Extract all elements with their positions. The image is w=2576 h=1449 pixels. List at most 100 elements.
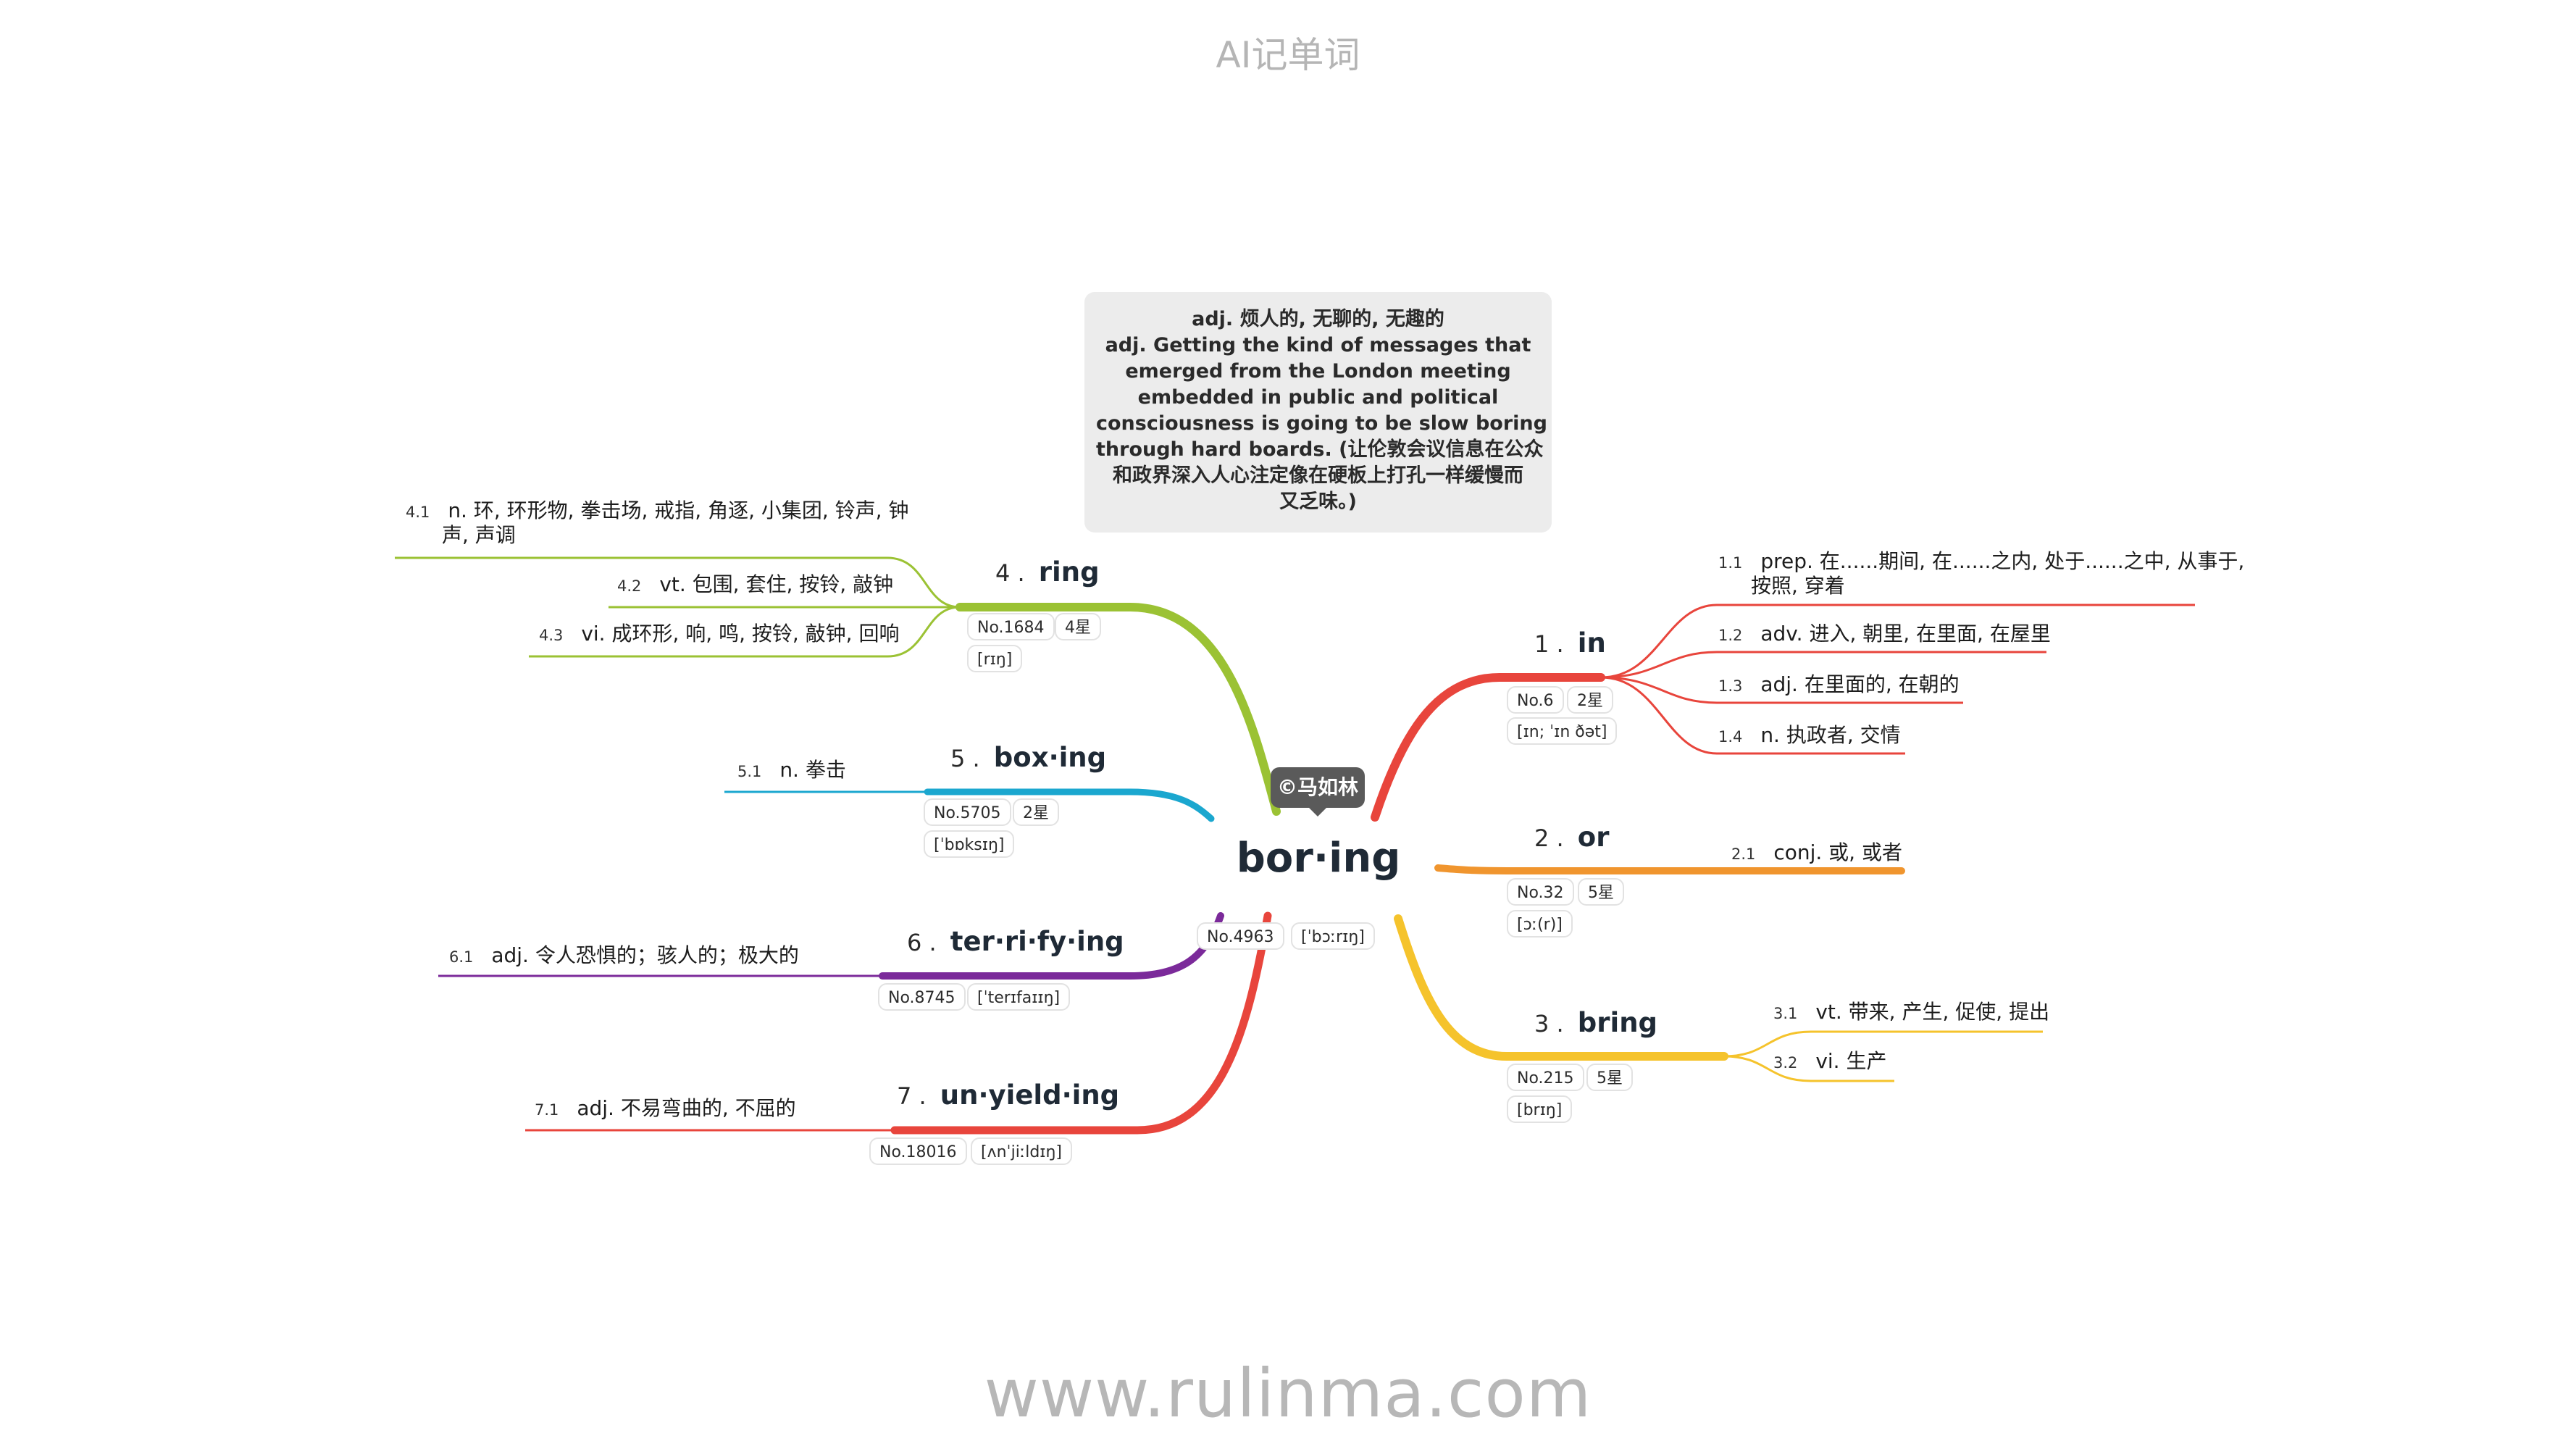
phonetic-chip: [ʌnˈjiːldɪŋ]: [971, 1137, 1073, 1165]
sense-number: 1.4: [1718, 728, 1743, 746]
branch-link-or: [1434, 864, 1905, 874]
stars-chip: 5星: [1586, 1064, 1633, 1091]
rank-chip: No.18016: [869, 1137, 967, 1165]
sense-text: adj. 不易弯曲的, 不屈的: [577, 1096, 796, 1120]
sense-3-1[interactable]: 3.1 vt. 带来, 产生, 促使, 提出: [1773, 1000, 2049, 1026]
branch-label-or[interactable]: 2 . or: [1534, 823, 1609, 857]
sense-1-4[interactable]: 1.4 n. 执政者, 交情: [1718, 723, 1901, 749]
sense-link-3-2: [1723, 1055, 1894, 1082]
sense-link-1-1: [1600, 604, 2195, 679]
branch-number: 4 .: [995, 559, 1025, 587]
sense-link-1-3: [1600, 676, 1963, 704]
branch-word: in: [1577, 627, 1606, 659]
sense-text: 按照, 穿着: [1751, 574, 1845, 598]
rank-chip: No.5705: [924, 798, 1011, 826]
branch-link-in: [1371, 673, 1605, 822]
note-line: adj. 烦人的, 无聊的, 无趣的: [1192, 308, 1444, 330]
branch-label-terrifying[interactable]: 6 . ter·ri·fy·ing: [907, 927, 1124, 961]
sense-1-1[interactable]: 1.1 prep. 在......期间, 在......之内, 处于......…: [1718, 549, 2244, 575]
stars-chip: 4星: [1055, 613, 1101, 640]
sense-text: vt. 包围, 套住, 按铃, 敲钟: [659, 572, 894, 596]
sense-1-2[interactable]: 1.2 adv. 进入, 朝里, 在里面, 在屋里: [1718, 622, 2051, 648]
sense-text: 声, 声调: [442, 523, 516, 547]
sense-4-1[interactable]: 4.1 n. 环, 环形物, 拳击场, 戒指, 角逐, 小集团, 铃声, 钟: [406, 498, 908, 525]
stars-chip: 2星: [1013, 798, 1059, 826]
sense-text: n. 拳击: [779, 758, 846, 782]
sense-2-1[interactable]: 2.1 conj. 或, 或者: [1731, 840, 1902, 867]
branch-word: bring: [1577, 1007, 1658, 1038]
branch-link-ring: [955, 603, 1281, 816]
sense-6-1[interactable]: 6.1 adj. 令人恐惧的；骇人的；极大的: [449, 943, 799, 969]
branch-label-in[interactable]: 1 . in: [1534, 629, 1606, 663]
phonetic-chip: [brɪŋ]: [1507, 1095, 1573, 1123]
branch-number: 2 .: [1534, 824, 1564, 852]
sense-number: 5.1: [737, 763, 762, 780]
rank-chip: No.215: [1507, 1064, 1584, 1091]
sense-link-4-1: [395, 556, 961, 609]
branch-label-ring[interactable]: 4 . ring: [995, 558, 1100, 592]
branch-number: 5 .: [950, 745, 980, 772]
branch-label-boxing[interactable]: 5 . box·ing: [950, 743, 1106, 777]
note-line: embedded in public and political: [1137, 386, 1499, 409]
branch-word: ter·ri·fy·ing: [950, 926, 1124, 957]
sense-7-1[interactable]: 7.1 adj. 不易弯曲的, 不屈的: [535, 1096, 796, 1122]
center-rank-chip: No.4963: [1197, 922, 1284, 950]
branch-label-unyielding[interactable]: 7 . un·yield·ing: [897, 1081, 1119, 1115]
branch-link-bring: [1394, 914, 1728, 1061]
sense-number: 3.1: [1773, 1005, 1798, 1022]
sense-text: vi. 生产: [1815, 1049, 1887, 1073]
sense-number: 6.1: [449, 948, 474, 966]
branch-link-boxing: [924, 788, 1215, 822]
sense-5-1[interactable]: 5.1 n. 拳击: [737, 758, 846, 784]
branch-number: 6 .: [907, 929, 937, 956]
sense-link-1-4: [1600, 676, 1905, 755]
center-phonetic-chip: [ˈbɔːrɪŋ]: [1291, 922, 1375, 950]
branch-word: ring: [1038, 556, 1100, 588]
branch-number: 1 .: [1534, 630, 1564, 658]
sense-4-1-continued: 声, 声调: [442, 523, 516, 548]
sense-number: 1.3: [1718, 677, 1743, 695]
sense-1-1-continued: 按照, 穿着: [1751, 574, 1845, 598]
sense-link-1-2: [1600, 651, 2046, 679]
definition-note: adj. 烦人的, 无聊的, 无趣的 adj. Getting the kind…: [1084, 292, 1552, 533]
sense-1-3[interactable]: 1.3 adj. 在里面的, 在朝的: [1718, 672, 1960, 698]
note-line: 又乏味。): [1279, 490, 1357, 513]
sense-text: prep. 在......期间, 在......之内, 处于......之中, …: [1760, 549, 2245, 573]
sense-number: 3.2: [1773, 1054, 1798, 1072]
note-line: through hard boards. (让伦敦会议信息在公众: [1096, 438, 1544, 461]
note-line: adj. Getting the kind of messages that: [1105, 334, 1531, 356]
header-title: AI记单词: [1216, 34, 1360, 76]
sense-text: conj. 或, 或者: [1773, 840, 1902, 864]
phonetic-chip: [ˈbɒksɪŋ]: [924, 830, 1015, 858]
branch-number: 3 .: [1534, 1010, 1564, 1037]
branch-number: 7 .: [897, 1082, 927, 1110]
sense-3-2[interactable]: 3.2 vi. 生产: [1773, 1049, 1886, 1075]
sense-number: 7.1: [535, 1101, 559, 1119]
sense-link-4-3: [529, 606, 961, 658]
phonetic-chip: [ɪn; ˈɪn ðət]: [1507, 717, 1618, 745]
sense-text: vi. 成环形, 响, 鸣, 按铃, 敲钟, 回响: [581, 622, 900, 646]
sense-4-3[interactable]: 4.3 vi. 成环形, 响, 鸣, 按铃, 敲钟, 回响: [539, 622, 899, 648]
sense-number: 1.2: [1718, 627, 1743, 644]
note-line: consciousness is going to be slow boring: [1096, 412, 1547, 435]
center-word[interactable]: bor·ing: [1236, 835, 1401, 882]
rank-chip: No.1684: [967, 613, 1055, 640]
stars-chip: 5星: [1578, 878, 1624, 906]
phonetic-chip: [rɪŋ]: [967, 645, 1023, 672]
sense-number: 4.1: [406, 504, 430, 521]
sense-text: adv. 进入, 朝里, 在里面, 在屋里: [1760, 622, 2051, 646]
note-line: 和政界深入人心注定像在硬板上打孔一样缓慢而: [1113, 464, 1523, 487]
sense-4-2[interactable]: 4.2 vt. 包围, 套住, 按铃, 敲钟: [617, 572, 893, 598]
sense-text: n. 执政者, 交情: [1760, 723, 1901, 747]
sense-number: 1.1: [1718, 554, 1743, 572]
stars-chip: 2星: [1567, 686, 1613, 714]
sense-text: vt. 带来, 产生, 促使, 提出: [1815, 1000, 2050, 1024]
branch-word: un·yield·ing: [940, 1080, 1120, 1111]
sense-link-3-1: [1723, 1030, 2043, 1058]
footer-url[interactable]: www.rulinma.com: [984, 1355, 1592, 1432]
branch-label-bring[interactable]: 3 . bring: [1534, 1009, 1657, 1043]
rank-chip: No.32: [1507, 878, 1574, 906]
sense-number: 2.1: [1731, 845, 1756, 863]
sense-number: 4.2: [617, 577, 642, 595]
